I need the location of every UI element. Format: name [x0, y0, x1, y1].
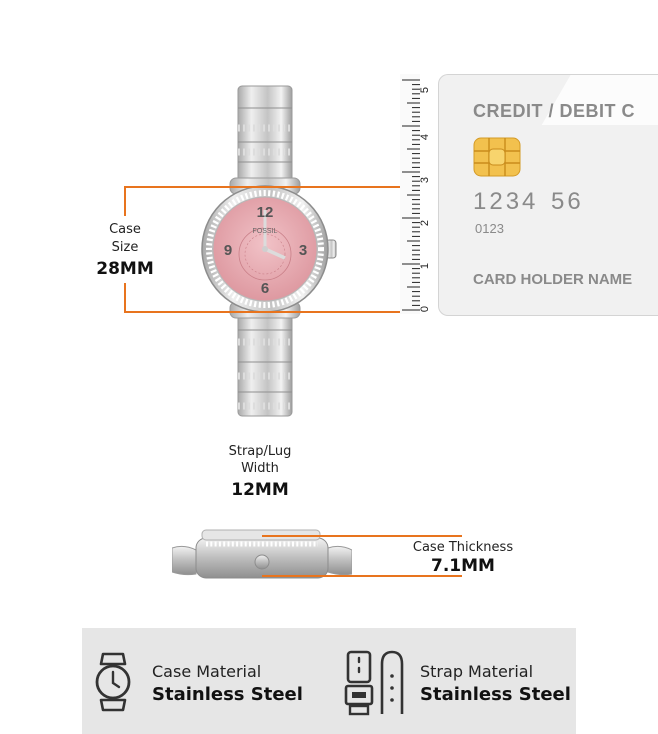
lower-strap [237, 307, 293, 417]
numeral-12: 12 [257, 204, 274, 221]
ruler-label-4: 4 [419, 133, 432, 141]
case-material-value: Stainless Steel [152, 684, 303, 705]
case-thickness-bottom-line [262, 575, 462, 577]
ruler-label-5: 5 [419, 86, 432, 94]
case-material-title: Case Material [152, 662, 262, 681]
case-size-bottom-line [124, 311, 402, 313]
materials-panel: Case Material Stainless Steel Strap Mate… [82, 628, 576, 734]
crystal-bezel [206, 190, 324, 308]
strap-lug-label-line2: Width [241, 461, 279, 476]
watch-side-illustration [172, 529, 352, 579]
credit-card: CREDIT / DEBIT C 1234 56 0123 CARD HOLDE… [438, 74, 658, 316]
ruler: 5 4 3 2 1 0 [400, 74, 438, 314]
ruler-label-3: 3 [419, 176, 432, 184]
watch-front-illustration: 12 3 6 9 FOSSIL [201, 85, 337, 417]
numeral-3: 3 [299, 242, 307, 259]
strap-material-value: Stainless Steel [420, 684, 571, 705]
watch-outline-icon [95, 652, 131, 712]
ruler-label-1: 1 [419, 262, 432, 270]
hour-hand [264, 247, 286, 260]
case-size-top-line [124, 186, 402, 188]
case-size-label-line1: Case [109, 222, 141, 237]
case-size-label-line2: Size [111, 240, 139, 255]
numeral-9: 9 [224, 242, 232, 259]
card-number-2: 56 [551, 188, 584, 215]
card-number-1: 1234 [473, 188, 539, 215]
case-size-left-tick-bottom [124, 283, 126, 313]
ruler-label-2: 2 [419, 219, 432, 227]
case-thickness-label: Case Thickness [412, 540, 514, 555]
case-size-value: 28MM [96, 259, 154, 279]
upper-strap [237, 85, 293, 187]
case-thickness-value: 7.1MM [431, 556, 495, 576]
brand-text: FOSSIL [253, 228, 278, 235]
case-thickness-top-line [262, 535, 462, 537]
strap-lug-label-line1: Strap/Lug [228, 444, 292, 459]
strap-lug-value: 12MM [231, 480, 289, 500]
case-size-left-tick-top [124, 186, 126, 216]
card-title: CREDIT / DEBIT C [473, 101, 636, 121]
card-small-number: 0123 [475, 221, 504, 236]
strap-outline-icon [344, 650, 404, 716]
card-chip-icon [473, 137, 521, 177]
card-holder-name: CARD HOLDER NAME [473, 271, 633, 288]
ruler-label-0: 0 [419, 305, 432, 313]
numeral-6: 6 [261, 280, 269, 297]
strap-material-title: Strap Material [420, 662, 534, 681]
ruler-scale [400, 74, 420, 314]
